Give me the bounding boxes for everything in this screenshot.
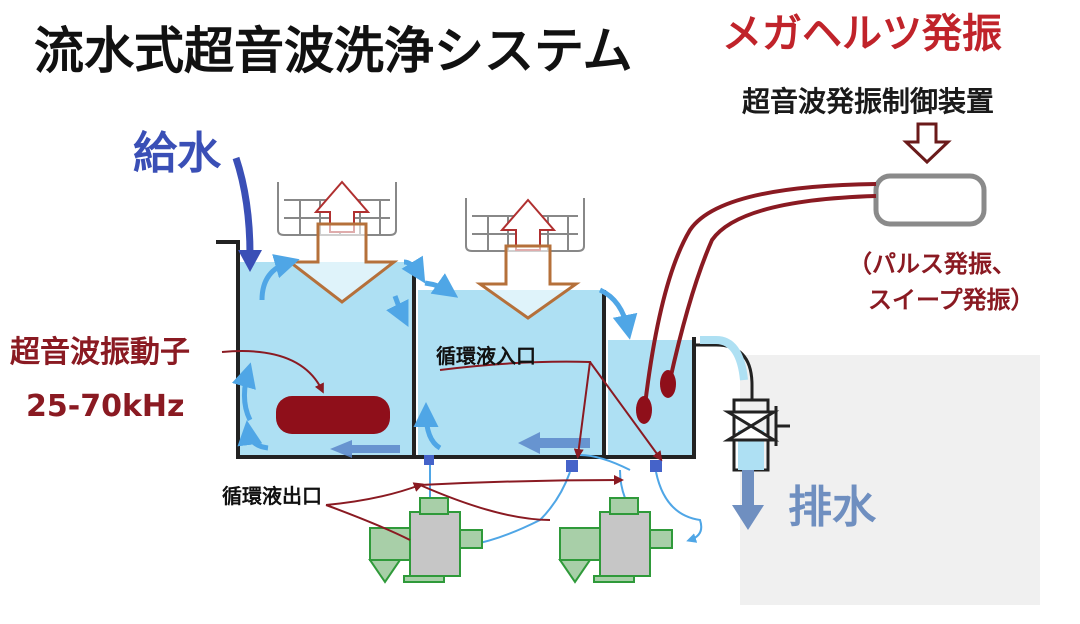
mhz-transducer-2-icon <box>660 370 676 398</box>
drain-valve-icon <box>722 406 790 446</box>
pump-2-icon <box>558 497 673 584</box>
drain-arrow-icon <box>732 470 764 530</box>
basket-2-up-arrow-icon <box>499 198 557 251</box>
flow-arrows <box>231 254 638 451</box>
transducer-icon <box>276 396 390 434</box>
port-outlet-1-icon <box>424 455 434 465</box>
transducer-label: 超音波振動子 <box>10 335 190 370</box>
tank1-down-arrow-icon <box>285 222 399 304</box>
bottom-flow-arrows <box>330 432 590 458</box>
water-supply-label: 給水 <box>133 128 221 179</box>
diagram-title: 流水式超音波洗浄システム <box>34 22 633 80</box>
background-shade <box>740 355 1040 605</box>
controller-note-line2: スイープ発振） <box>868 286 1035 314</box>
circulation-outlet-label: 循環液出口 <box>222 484 322 508</box>
pump-1-icon <box>368 497 483 584</box>
transducer-frequency: 25-70kHz <box>26 389 185 424</box>
circulation-pipes <box>429 454 703 549</box>
controller-down-arrow-icon <box>902 122 952 165</box>
tank2-water <box>418 290 604 457</box>
port-inlet-1-icon <box>566 460 578 472</box>
megahertz-label: メガヘルツ発振 <box>722 11 1002 57</box>
mhz-cables <box>643 182 877 406</box>
water-supply-arrow-icon <box>232 156 254 256</box>
controller-label: 超音波発振制御装置 <box>742 85 995 118</box>
drain-label: 排水 <box>788 482 876 533</box>
circulation-ports <box>424 455 662 472</box>
leader-lines <box>221 350 663 541</box>
water-supply-arrowhead-icon <box>238 250 262 272</box>
controller-box-icon <box>873 173 987 227</box>
tank2-down-arrow-icon <box>475 244 581 320</box>
port-inlet-2-icon <box>650 460 662 472</box>
circulation-inlet-label: 循環液入口 <box>436 344 536 368</box>
controller-note-line1: （パルス発振、 <box>848 250 1016 278</box>
mhz-transducer-1-icon <box>636 396 652 424</box>
